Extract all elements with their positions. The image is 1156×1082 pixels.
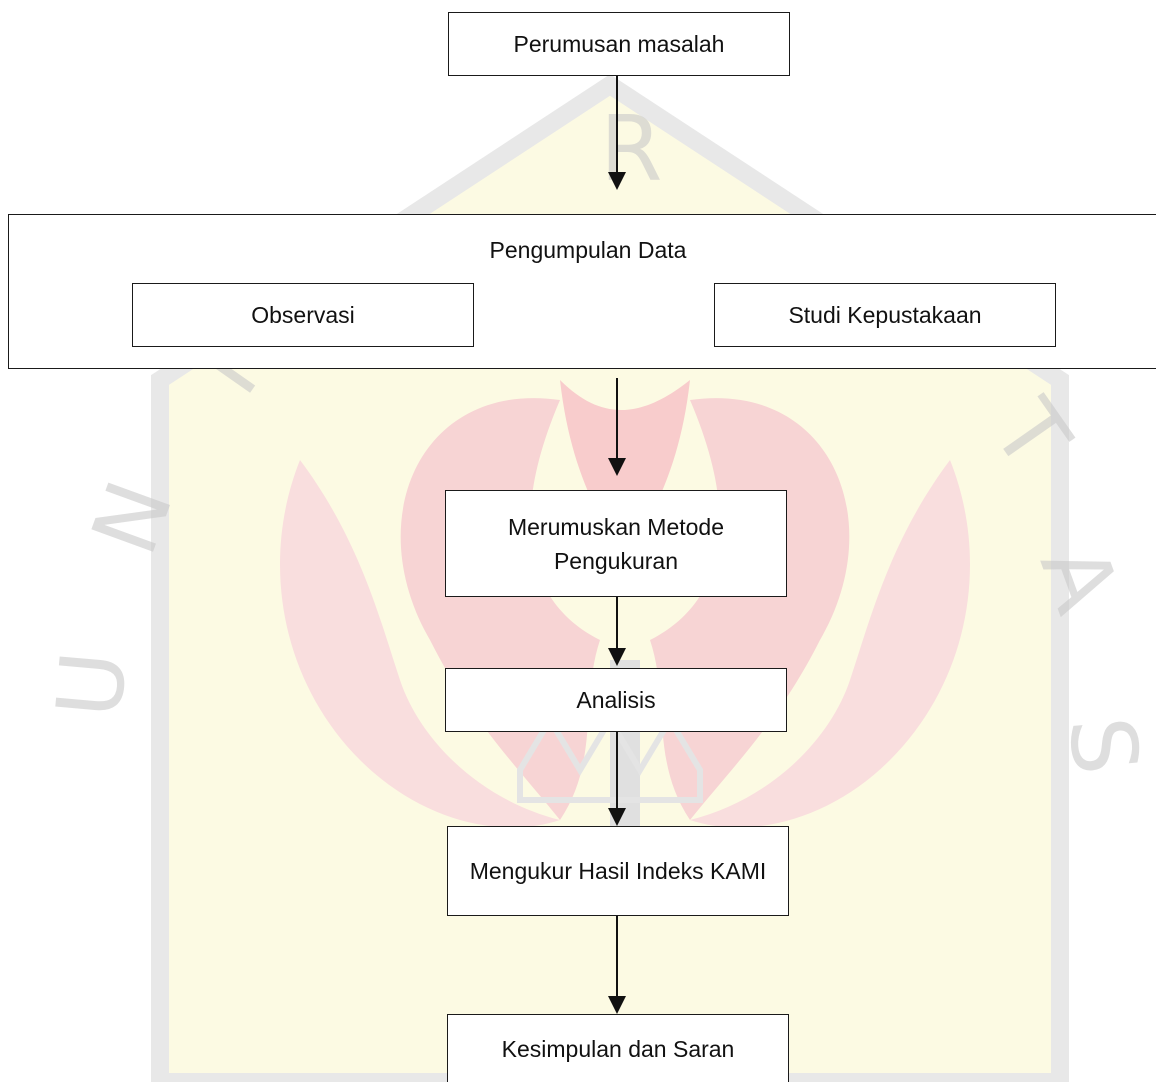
arrowhead-4 xyxy=(608,808,626,826)
watermark-letter: R xyxy=(600,97,663,202)
step-perumusan-masalah: Perumusan masalah xyxy=(448,12,790,76)
substep-studi-kepustakaan: Studi Kepustakaan xyxy=(714,283,1056,347)
step-label: Mengukur Hasil Indeks KAMI xyxy=(469,858,767,884)
substep-label: Observasi xyxy=(251,301,355,328)
watermark-flame-outer-left xyxy=(280,460,560,828)
step-label: Perumusan masalah xyxy=(513,31,725,57)
arrowhead-3 xyxy=(608,648,626,666)
watermark-flame-outer-right xyxy=(690,460,970,828)
arrowhead-5 xyxy=(608,996,626,1014)
step-label: Merumuskan Metode Pengukuran xyxy=(507,513,725,574)
substep-observasi: Observasi xyxy=(132,283,474,347)
step-label: Analisis xyxy=(576,687,656,713)
step-kesimpulan-saran: Kesimpulan dan Saran xyxy=(447,1014,789,1082)
watermark-pages xyxy=(517,714,703,803)
step-merumuskan-metode: Merumuskan Metode Pengukuran xyxy=(445,490,787,597)
arrowhead-1 xyxy=(608,172,626,190)
substep-label: Studi Kepustakaan xyxy=(788,301,982,328)
arrowhead-2 xyxy=(608,458,626,476)
step-label: Kesimpulan dan Saran xyxy=(501,1035,735,1062)
watermark-letter: S xyxy=(1048,713,1156,779)
step-analisis: Analisis xyxy=(445,668,787,732)
watermark-letter: U xyxy=(37,647,147,722)
watermark-flame-center xyxy=(560,380,690,560)
step-mengukur-hasil: Mengukur Hasil Indeks KAMI xyxy=(447,826,789,916)
step-pengumpulan-data: Pengumpulan Data Observasi Studi Kepusta… xyxy=(8,214,1156,369)
step-label: Pengumpulan Data xyxy=(489,237,687,263)
